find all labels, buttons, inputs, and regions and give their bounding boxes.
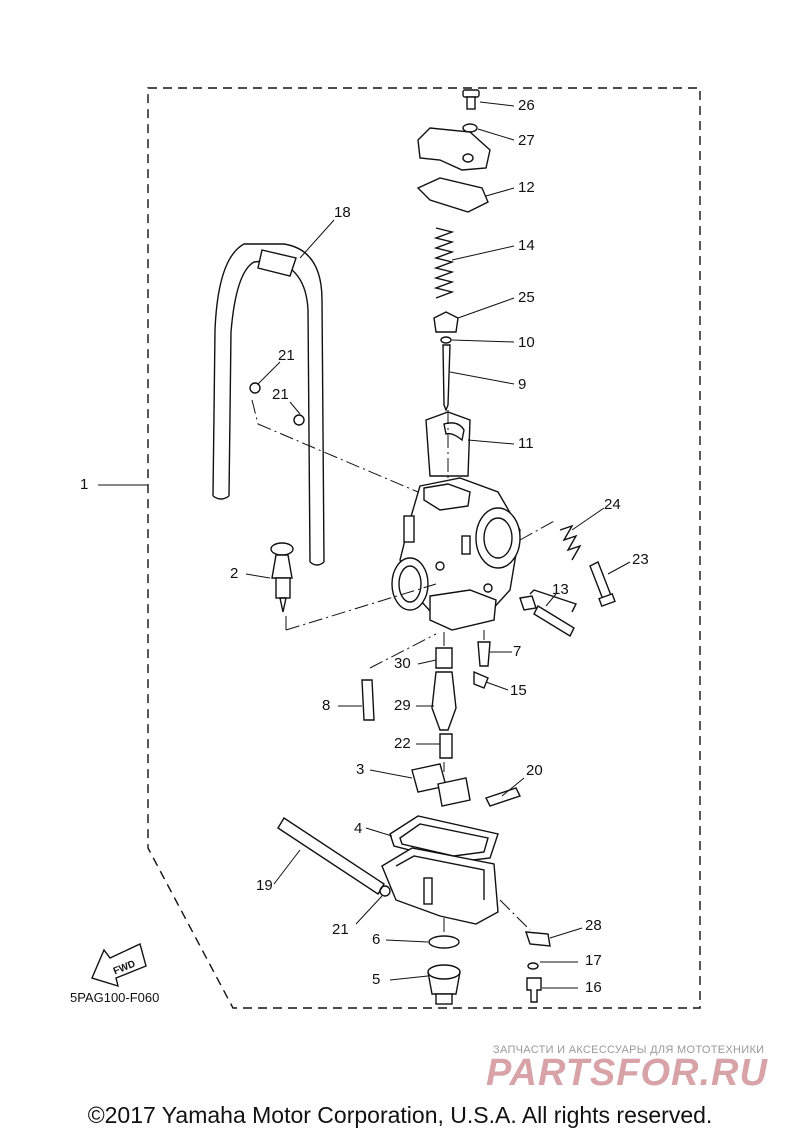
callout-14: 14 [518, 237, 535, 254]
part-25-retainer [433, 311, 459, 333]
callout-24: 24 [604, 496, 621, 513]
callout-9: 9 [518, 376, 527, 393]
callout-21-lower: 21 [332, 921, 349, 938]
float-bowl [381, 847, 499, 925]
callout-22: 22 [394, 735, 411, 752]
watermark-tagline: ЗАПЧАСТИ И АКСЕССУАРЫ ДЛЯ МОТОТЕХНИКИ [493, 1044, 765, 1056]
callout-4: 4 [354, 820, 363, 837]
callout-6: 6 [372, 931, 381, 948]
callout-26: 26 [518, 97, 535, 114]
callout-10: 10 [518, 334, 535, 351]
callout-27: 27 [518, 132, 535, 149]
part-21-clip-upper [249, 382, 261, 394]
part-13-plunger [519, 589, 577, 637]
part-18-hose [212, 243, 325, 566]
diagram-code: 5PAG100-F060 [70, 990, 160, 1005]
callout-25: 25 [518, 289, 535, 306]
callout-11: 11 [518, 435, 534, 452]
part-22-main-jet [439, 733, 453, 759]
carburetor-body [391, 477, 521, 631]
callout-15: 15 [510, 682, 527, 699]
callout-28: 28 [585, 917, 602, 934]
callout-17: 17 [585, 952, 602, 969]
part-29-jet [431, 671, 457, 731]
part-21-clip-lower [293, 414, 305, 426]
callout-23: 23 [632, 551, 649, 568]
part-12-gasket [416, 177, 489, 213]
part-3-float [411, 763, 471, 807]
callout-5: 5 [372, 971, 381, 988]
callout-18: 18 [334, 204, 351, 221]
part-28-bracket [524, 931, 551, 947]
callout-7: 7 [513, 643, 522, 660]
fwd-arrow-icon [91, 943, 147, 988]
part-27-washer [462, 123, 478, 133]
part-19-hose [277, 817, 385, 895]
callout-3: 3 [356, 761, 365, 778]
part-9-needle [442, 344, 451, 412]
part-21-clip-bottom [379, 885, 391, 897]
part-17-washer [527, 962, 539, 970]
part-16-screw [526, 977, 542, 1003]
callout-20: 20 [526, 762, 543, 779]
part-30-holder [435, 647, 453, 669]
part-26-screw [462, 89, 480, 110]
part-5-drain-plug [427, 964, 461, 1005]
callout-1: 1 [80, 476, 89, 493]
callout-19: 19 [256, 877, 273, 894]
part-7-float-valve [477, 641, 491, 667]
part-6-oring [428, 935, 460, 949]
callout-29: 29 [394, 697, 411, 714]
callout-8: 8 [322, 697, 331, 714]
part-8-pilot-jet [361, 679, 375, 721]
part-20-pin [485, 787, 521, 807]
part-2-pilot-screw [270, 542, 294, 613]
callout-2: 2 [230, 565, 239, 582]
carb-top-cover [417, 127, 491, 171]
part-24-spring [559, 524, 582, 561]
callout-21-middle: 21 [272, 386, 289, 403]
callout-13: 13 [552, 581, 569, 598]
callout-16: 16 [585, 979, 602, 996]
callout-12: 12 [518, 179, 535, 196]
part-15-pin [473, 670, 489, 689]
callout-21-upper: 21 [278, 347, 295, 364]
part-10-clip [440, 336, 452, 344]
part-14-spring [433, 227, 455, 299]
callout-30: 30 [394, 655, 411, 672]
watermark-logo: PARTSFOR.RU [486, 1052, 768, 1094]
copyright-notice: ©2017 Yamaha Motor Corporation, U.S.A. A… [87, 1102, 713, 1128]
